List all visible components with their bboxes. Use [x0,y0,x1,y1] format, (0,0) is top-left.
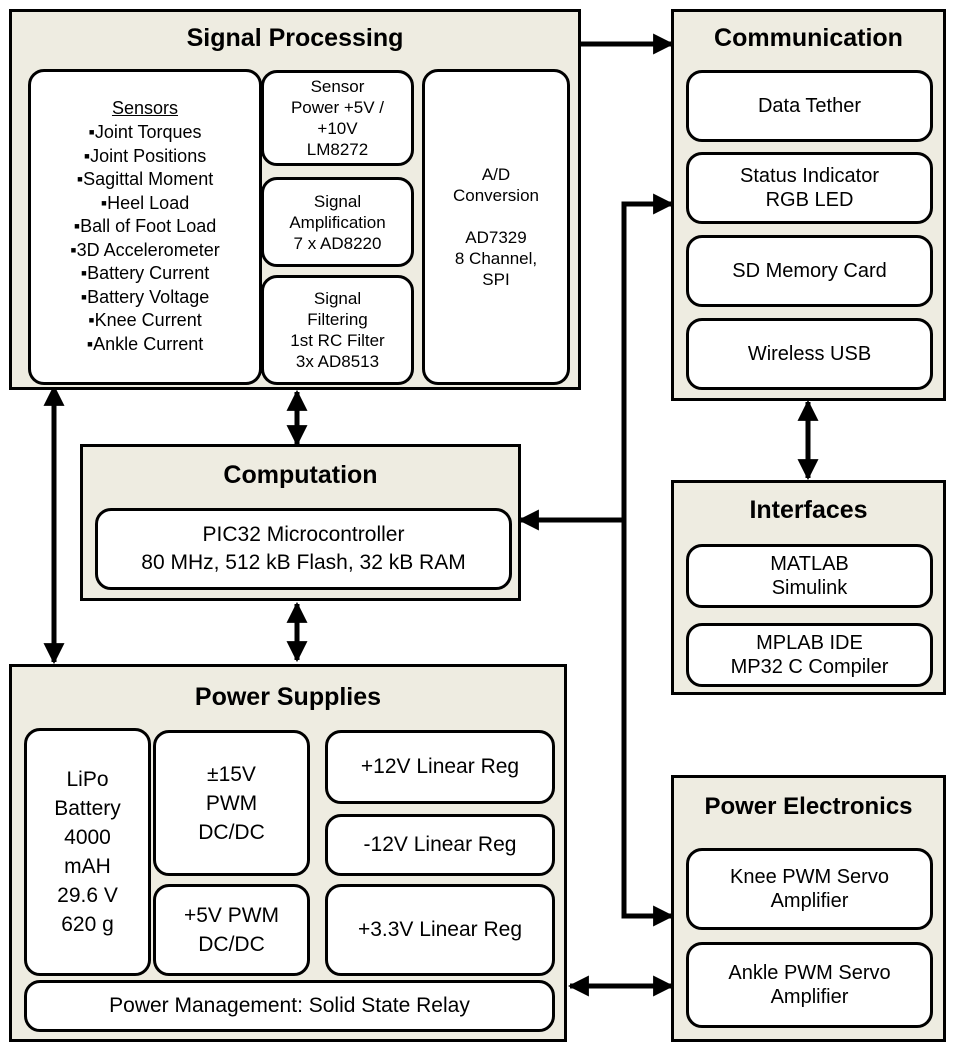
signal-amplification-line: Amplification [289,212,386,232]
sd-card-label: SD Memory Card [732,260,887,282]
sensor-item: ▪Knee Current [88,310,202,331]
signal-amplification-line: Signal [313,191,362,211]
sensor-power-line: +10V [317,119,358,138]
signal-processing-panel: Signal Processing Sensors ▪Joint Torques… [9,9,581,390]
sensor-power-line: Power +5V / [290,98,385,117]
mcu-box: PIC32 Microcontroller 80 MHz, 512 kB Fla… [95,508,512,590]
sd-card-box: SD Memory Card [686,235,933,307]
sensor-item: ▪Ball of Foot Load [73,216,217,237]
computation-title: Computation [223,461,378,489]
power-electronics-title: Power Electronics [704,793,913,820]
battery-box: LiPo Battery 4000 mAH 29.6 V 620 g [24,728,151,976]
mplab-line: MP32 C Compiler [730,656,889,678]
mplab-box: MPLAB IDE MP32 C Compiler [686,623,933,687]
ad-conversion-line: AD7329 [465,228,527,247]
mcu-line: 80 MHz, 512 kB Flash, 32 kB RAM [141,551,466,574]
reg-plus33-label: +3.3V Linear Reg [357,918,523,942]
sensor-item: ▪Ankle Current [86,333,204,354]
signal-filtering-line: 3x AD8513 [295,352,380,371]
arrow-junction-power-electronics [621,520,675,927]
ankle-amplifier-line: Amplifier [770,986,849,1008]
battery-line: mAH [64,855,111,878]
interfaces-title: Interfaces [749,496,868,524]
signal-filtering-line: Signal [313,289,362,308]
sensor-item: ▪Battery Voltage [80,286,210,307]
power-supplies-panel: Power Supplies LiPo Battery 4000 mAH 29.… [9,664,567,1042]
ankle-amplifier-line: Ankle PWM Servo [728,962,891,984]
dcdc-15v-box: ±15V PWM DC/DC [153,730,310,876]
sensor-item: ▪Heel Load [100,192,190,213]
signal-processing-title: Signal Processing [186,24,404,52]
ad-conversion-line: 8 Channel, [454,249,538,268]
sensor-power-line: LM8272 [306,140,369,159]
knee-amplifier-line: Knee PWM Servo [730,866,889,888]
battery-line: 4000 [64,826,111,849]
dcdc-15v-line: ±15V [207,762,256,786]
reg-minus12-box: -12V Linear Reg [325,814,555,876]
battery-line: 620 g [61,913,114,936]
dcdc-5v-box: +5V PWM DC/DC [153,884,310,976]
battery-line: Battery [54,797,121,820]
wireless-usb-label: Wireless USB [747,343,872,365]
power-management-box: Power Management: Solid State Relay [24,980,555,1032]
knee-amplifier-line: Amplifier [770,890,849,912]
reg-plus12-box: +12V Linear Reg [325,730,555,804]
sensor-item: ▪Sagittal Moment [76,169,214,190]
signal-filtering-line: 1st RC Filter [290,331,385,350]
sensor-power-line: Sensor [310,77,365,96]
knee-amplifier-box: Knee PWM Servo Amplifier [686,848,933,930]
communication-title: Communication [714,24,903,52]
ankle-amplifier-box: Ankle PWM Servo Amplifier [686,942,933,1028]
mcu-line: PIC32 Microcontroller [202,523,405,546]
status-indicator-line: RGB LED [765,189,854,211]
sensor-power-box: Sensor Power +5V / +10V LM8272 [261,70,414,166]
signal-filtering-line: Filtering [307,310,368,329]
data-tether-box: Data Tether [686,70,933,142]
status-indicator-box: Status Indicator RGB LED [686,152,933,224]
computation-panel: Computation PIC32 Microcontroller 80 MHz… [80,444,521,601]
sensor-item: ▪Joint Torques [88,122,202,143]
dcdc-15v-line: DC/DC [198,820,265,844]
battery-line: 29.6 V [57,884,118,907]
power-electronics-panel: Power Electronics Knee PWM Servo Amplifi… [671,775,946,1042]
sensor-item: ▪Joint Positions [83,145,207,166]
sensors-title: Sensors [111,97,179,118]
power-supplies-title: Power Supplies [194,683,382,711]
sensor-item: ▪3D Accelerometer [70,239,220,260]
power-management-label: Power Management: Solid State Relay [109,994,470,1018]
data-tether-label: Data Tether [757,95,862,117]
dcdc-5v-line: +5V PWM [183,904,280,927]
battery-line: LiPo [66,768,109,791]
matlab-box: MATLAB Simulink [686,544,933,608]
mplab-line: MPLAB IDE [756,632,863,654]
dcdc-5v-line: DC/DC [198,933,265,956]
reg-plus12-label: +12V Linear Reg [360,755,520,779]
arrow-computation-communication [517,193,675,531]
wireless-usb-box: Wireless USB [686,318,933,390]
status-indicator-line: Status Indicator [740,165,879,187]
signal-amplification-line: 7 x AD8220 [293,233,382,253]
sensors-box: Sensors ▪Joint Torques ▪Joint Positions … [28,69,262,385]
ad-conversion-line: Conversion [453,186,539,205]
matlab-line: MATLAB [770,553,849,575]
reg-minus12-label: -12V Linear Reg [363,833,517,857]
communication-panel: Communication Data Tether Status Indicat… [671,9,946,401]
ad-conversion-line: A/D [481,165,511,184]
signal-filtering-box: Signal Filtering 1st RC Filter 3x AD8513 [261,275,414,385]
matlab-line: Simulink [771,577,848,599]
ad-conversion-line: SPI [482,270,510,289]
ad-conversion-box: A/D Conversion AD7329 8 Channel, SPI [422,69,570,385]
sensor-item: ▪Battery Current [80,263,210,284]
interfaces-panel: Interfaces MATLAB Simulink MPLAB IDE MP3… [671,480,946,695]
dcdc-15v-line: PWM [205,791,258,815]
signal-amplification-box: Signal Amplification 7 x AD8220 [261,177,414,267]
reg-plus33-box: +3.3V Linear Reg [325,884,555,976]
